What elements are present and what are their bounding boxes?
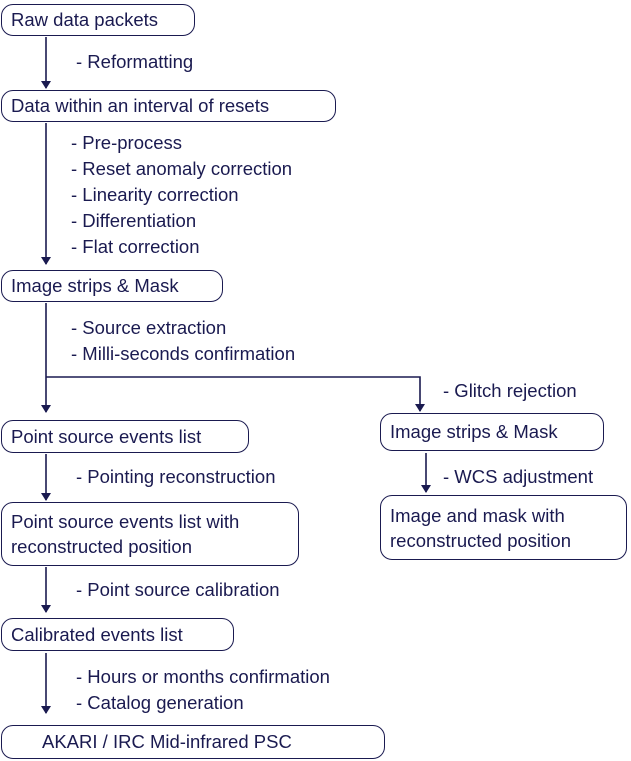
step-list-preprocess: - Pre-process - Reset anomaly correction… <box>71 132 293 257</box>
node-data-within-interval: Data within an interval of resets <box>1 90 336 122</box>
node-label: reconstructed position <box>11 536 192 557</box>
node-image-mask-reconstructed: Image and mask with reconstructed positi… <box>380 495 627 560</box>
step-list-catalog: - Hours or months confirmation - Catalog… <box>76 666 330 713</box>
node-point-source-reconstructed: Point source events list with reconstruc… <box>1 502 299 566</box>
node-raw-data-packets: Raw data packets <box>1 4 195 36</box>
node-label: Image strips & Mask <box>11 275 179 296</box>
node-akari-psc: AKARI / IRC Mid-infrared PSC <box>1 725 385 759</box>
node-image-strips-mask-2: Image strips & Mask <box>380 413 604 451</box>
node-label: Data within an interval of resets <box>11 95 270 116</box>
node-label: reconstructed position <box>390 529 571 551</box>
step-pointing-reconstruction: - Pointing reconstruction <box>76 466 276 487</box>
node-label: Image strips & Mask <box>390 421 558 442</box>
step-point-source-calibration: - Point source calibration <box>76 579 280 600</box>
node-label: Point source events list with <box>11 511 240 532</box>
node-label: Calibrated events list <box>11 623 183 645</box>
node-calibrated-events: Calibrated events list <box>1 618 234 651</box>
node-label: AKARI / IRC Mid-infrared PSC <box>42 731 292 752</box>
node-label: Raw data packets <box>11 9 159 30</box>
node-label: Image and mask with <box>390 504 565 526</box>
step-wcs-adjustment: - WCS adjustment <box>443 466 594 487</box>
node-label: Point source events list <box>11 425 202 447</box>
node-point-source-events: Point source events list <box>1 420 249 453</box>
arrow-branch-to-strips2 <box>46 376 425 412</box>
step-reformatting: - Reformatting <box>76 51 194 72</box>
step-list-extraction: - Source extraction - Milli-seconds conf… <box>71 317 296 364</box>
node-image-strips-mask: Image strips & Mask <box>1 270 223 302</box>
step-glitch-rejection: - Glitch rejection <box>443 380 577 401</box>
